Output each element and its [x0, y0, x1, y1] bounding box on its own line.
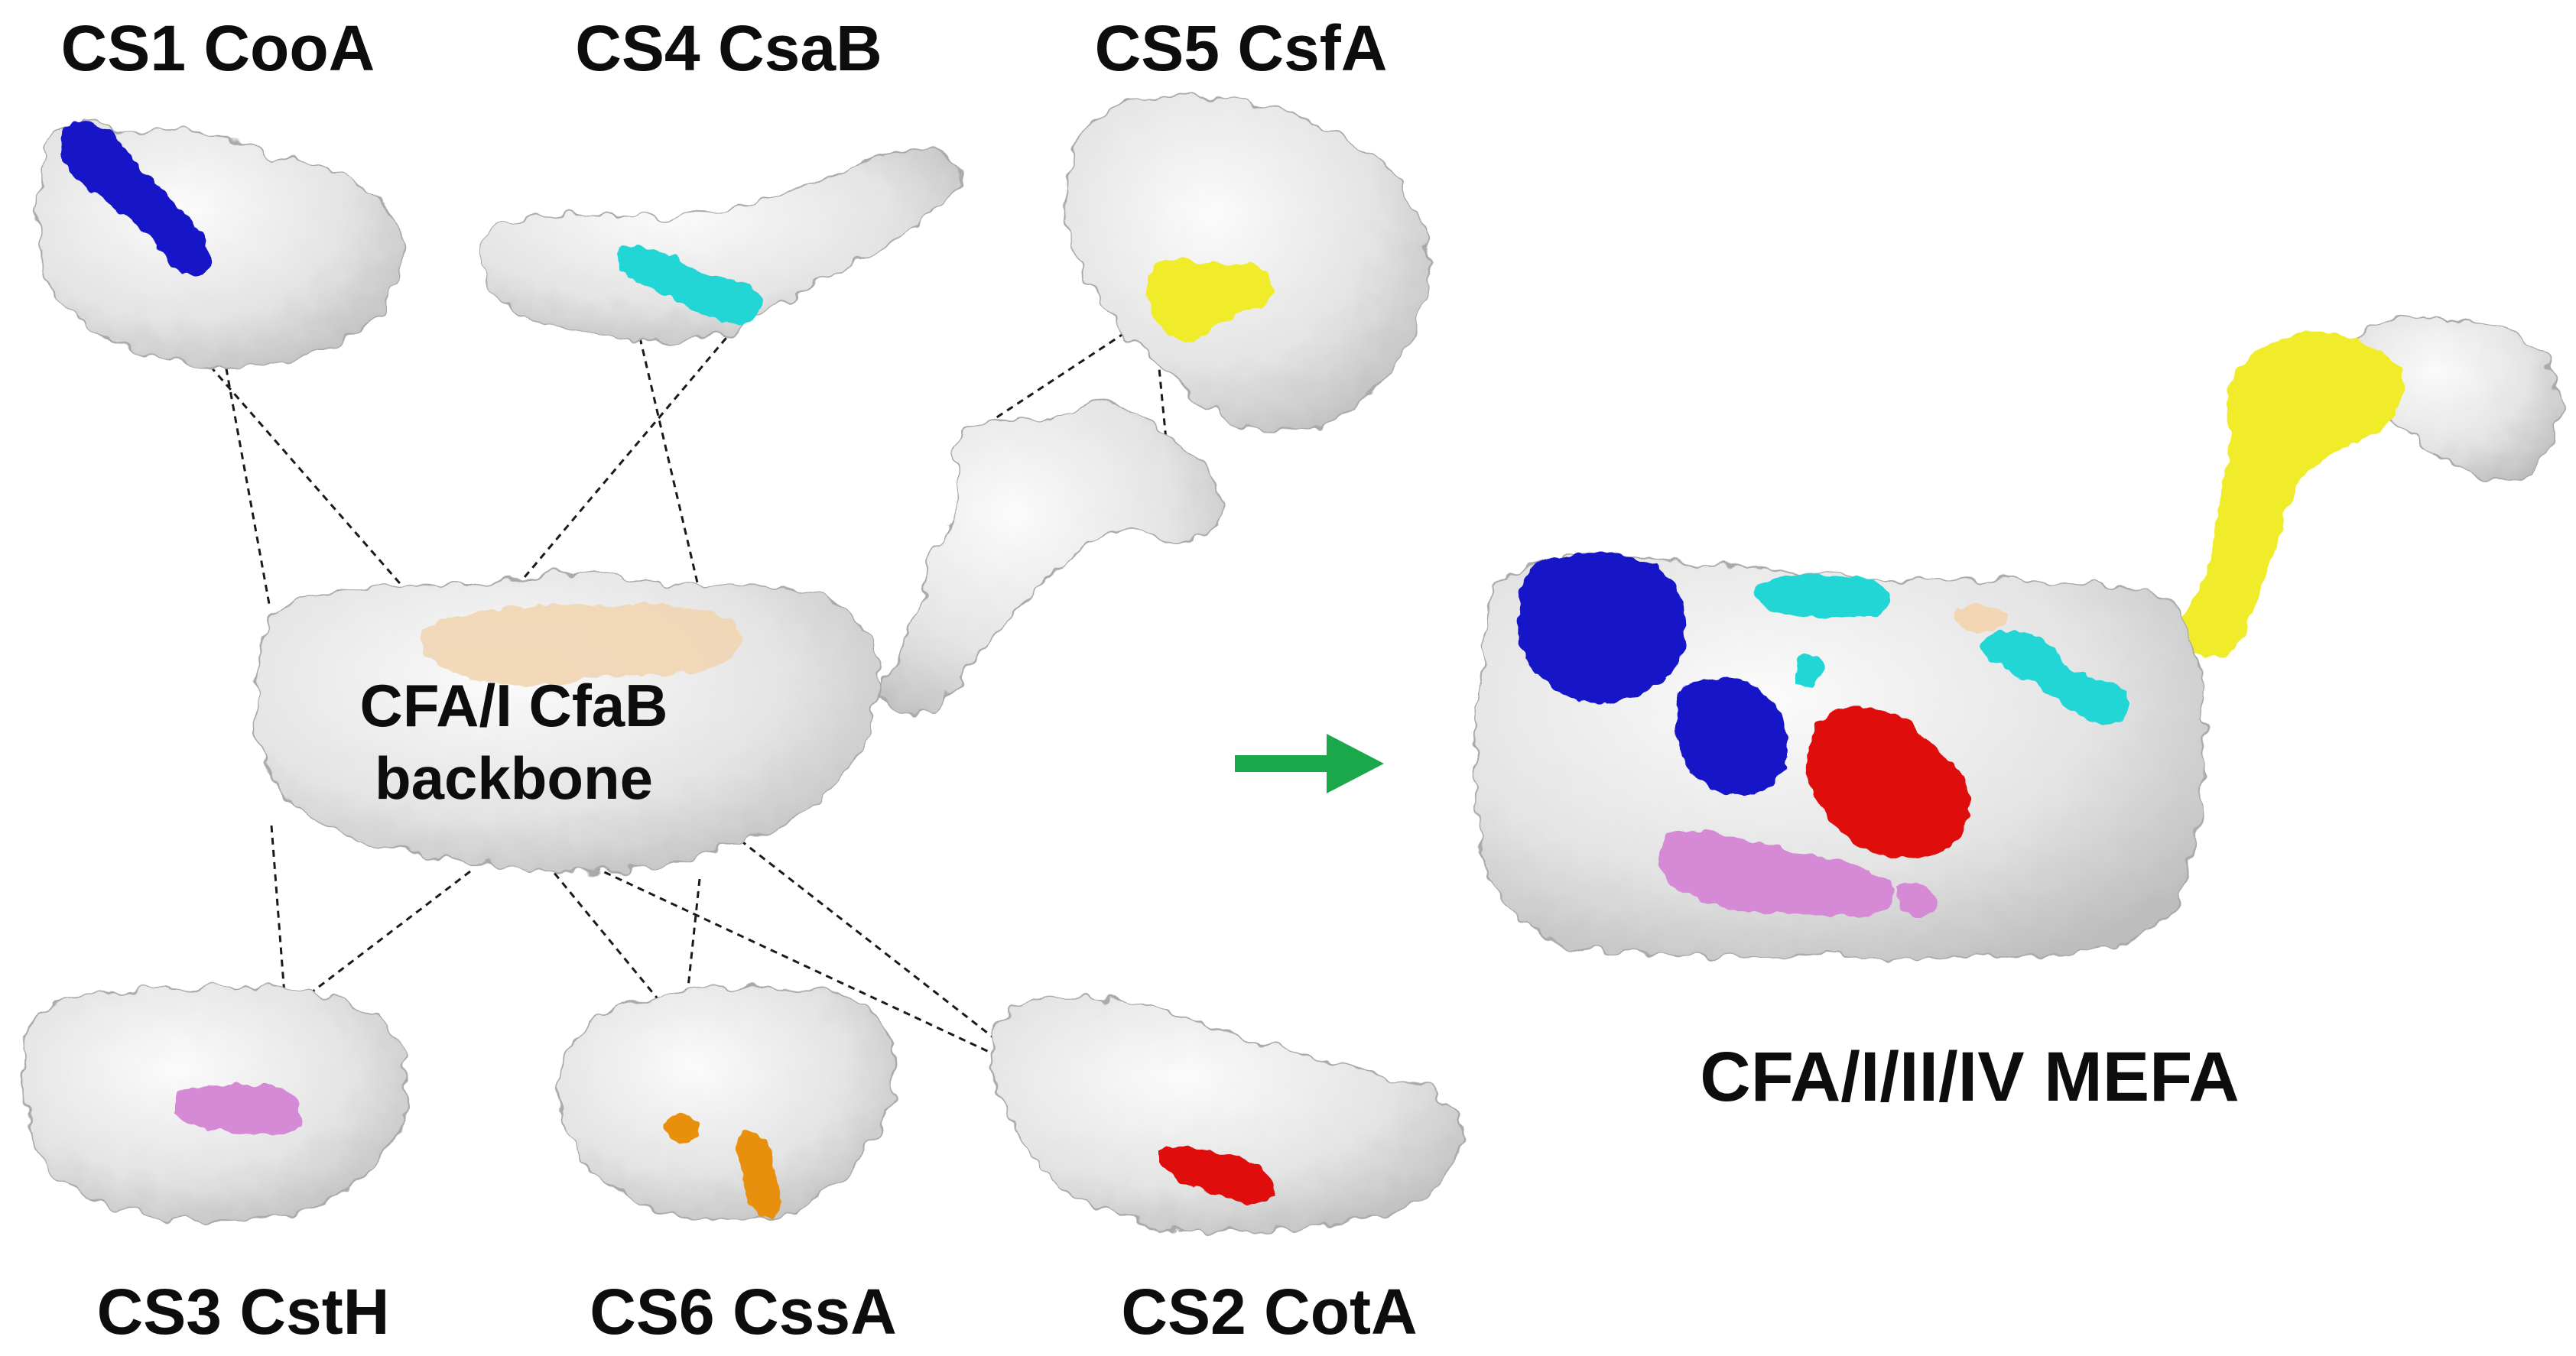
- mefa-label: CFA/I/II/IV MEFA: [1700, 1038, 2239, 1116]
- cs4-label: CS4 CsaB: [575, 12, 882, 84]
- cs6-epitope-1: [665, 1114, 700, 1144]
- backbone-label-line2: backbone: [375, 745, 653, 812]
- mefa-cs4-epitope-2: [1983, 630, 2129, 723]
- mefa-cs5-epitope: [2172, 332, 2404, 657]
- cs5-csfa-structure: [1066, 97, 1429, 433]
- mefa-cs4-epitope-1: [1755, 574, 1892, 618]
- cs6-epitope-2: [736, 1131, 781, 1216]
- mefa-cs2-epitope: [1807, 708, 1970, 859]
- cs1-epitope: [60, 121, 211, 277]
- cfa-i-cfab-backbone-structure: CFA/I CfaB backbone: [255, 404, 1225, 874]
- cs5-epitope: [1146, 259, 1274, 342]
- cs2-label: CS2 CotA: [1121, 1276, 1417, 1348]
- cs6-label: CS6 CssA: [590, 1276, 897, 1348]
- cs2-cota-structure: [992, 994, 1465, 1232]
- mefa-backbone-epitope: [1956, 603, 2007, 632]
- mefa-cs3-epitope-2: [1896, 884, 1938, 916]
- cs3-epitope: [176, 1085, 301, 1136]
- backbone-label-line1: CFA/I CfaB: [359, 672, 668, 739]
- cs4-epitope: [616, 245, 762, 325]
- cs3-csth-structure: [21, 985, 410, 1221]
- cs4-csab-structure: [481, 148, 963, 342]
- connector-cs4-b: [507, 328, 736, 597]
- connector-cs2-b: [691, 801, 1144, 1156]
- mefa-cs4-epitope-3: [1797, 654, 1824, 687]
- cs2-epitope: [1158, 1147, 1274, 1204]
- connector-cs5-b: [1153, 320, 1168, 440]
- right-arrow-icon: [1235, 734, 1384, 793]
- backbone-epitope: [420, 604, 742, 686]
- structure-labels: CS1 CooA CS4 CsaB CS5 CsfA CS3 CstH CS6 …: [61, 12, 1418, 1348]
- cs1-label: CS1 CooA: [61, 12, 375, 84]
- mefa-cs1-epitope-2: [1675, 677, 1788, 796]
- cfa-i-ii-iv-mefa-structure: CFA/I/II/IV MEFA: [1474, 312, 2561, 1116]
- mefa-cs3-epitope: [1660, 830, 1895, 917]
- mefa-cs1-epitope-1: [1518, 553, 1687, 703]
- cs6-cssa-structure: [560, 985, 896, 1219]
- cs3-label: CS3 CstH: [97, 1276, 390, 1348]
- connector-cs1-b: [205, 259, 271, 605]
- cs5-label: CS5 CsfA: [1095, 12, 1388, 84]
- cs1-cooa-structure: [36, 121, 403, 368]
